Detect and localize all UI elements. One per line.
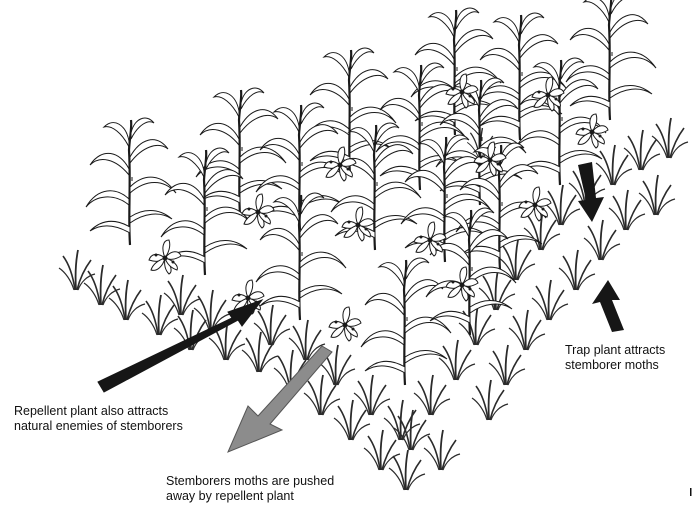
- repellent-plant-label: Repellent plant also attracts natural en…: [14, 404, 183, 434]
- repellent-plant: [342, 207, 374, 241]
- trap-plant-label: Trap plant attracts stemborer moths: [565, 343, 665, 373]
- pushed-label-line-1: Stemborers moths are pushed: [166, 474, 334, 489]
- grass-tuft: [544, 185, 580, 225]
- grass-tuft: [624, 130, 660, 170]
- maize-plant: [196, 88, 286, 215]
- maize-plant: [426, 208, 516, 335]
- grass-tuft: [334, 400, 370, 440]
- grass-tuft: [584, 220, 620, 260]
- edge-mark: [690, 488, 692, 496]
- grass-tuft: [609, 190, 645, 230]
- grass-tuft: [489, 345, 525, 385]
- grass-tuft: [354, 375, 390, 415]
- grass-tuft: [109, 280, 145, 320]
- grass-tuft: [439, 340, 475, 380]
- maize-plant: [361, 258, 451, 385]
- repellent-label-line-2: natural enemies of stemborers: [14, 419, 183, 434]
- grass-tuft: [472, 380, 508, 420]
- grass-tuft: [559, 250, 595, 290]
- grass-tuft: [242, 332, 278, 372]
- arrow-up-icon: [592, 280, 624, 332]
- maize-field: [86, 0, 656, 385]
- pushed-label-line-2: away by repellent plant: [166, 489, 334, 504]
- maize-plant: [86, 118, 176, 245]
- grass-tuft: [59, 250, 95, 290]
- repellent-plant: [519, 187, 551, 221]
- grass-tuft: [459, 305, 495, 345]
- repellent-label-line-1: Repellent plant also attracts: [14, 404, 183, 419]
- grass-tuft: [532, 280, 568, 320]
- grass-tuft: [424, 430, 460, 470]
- repellent-plant: [329, 307, 361, 341]
- repellent-plant: [149, 240, 181, 274]
- trap-label-line-1: Trap plant attracts: [565, 343, 665, 358]
- repellent-plants: [149, 74, 608, 341]
- trap-label-line-2: stemborer moths: [565, 358, 665, 373]
- grass-tuft: [652, 118, 688, 158]
- repellent-plant: [242, 194, 274, 228]
- repellent-plant: [414, 222, 446, 256]
- grass-tuft: [596, 145, 632, 185]
- repellent-plant: [446, 267, 478, 301]
- grass-tuft: [509, 310, 545, 350]
- grass-tuft: [639, 175, 675, 215]
- push-away-label: Stemborers moths are pushed away by repe…: [166, 474, 334, 504]
- grass-tuft: [384, 400, 420, 440]
- grass-tuft: [414, 375, 450, 415]
- grass-tuft: [364, 430, 400, 470]
- grass-tuft: [84, 265, 120, 305]
